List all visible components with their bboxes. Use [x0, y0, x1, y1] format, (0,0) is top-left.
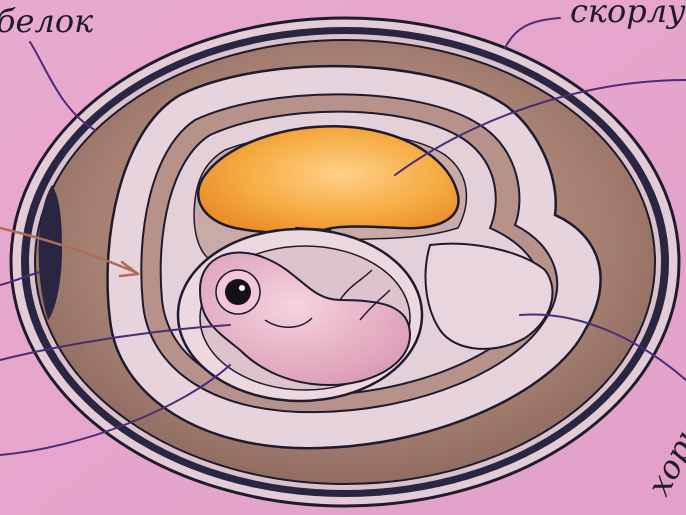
label-albumen: белок	[0, 2, 94, 40]
label-shell: скорлупа	[570, 0, 686, 30]
eye	[225, 279, 251, 305]
